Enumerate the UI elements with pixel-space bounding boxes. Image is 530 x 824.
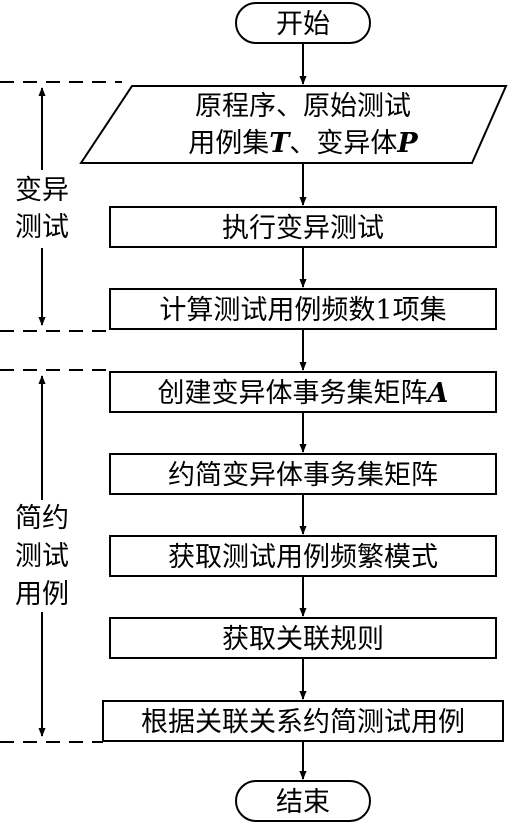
phase-reduce-label-line3: 用例 [15,579,69,610]
phase-reduce-label-line1: 简约 [15,503,69,534]
step4-label: 约简变异体事务集矩阵 [168,460,438,491]
step-get-association-rules [109,617,497,659]
step2-label: 计算测试用例频数1项集 [159,295,446,326]
end-label: 结束 [276,787,330,818]
start-label: 开始 [276,9,330,40]
step-reduce-test-cases [102,700,504,742]
step-reduce-transaction-matrix [109,453,497,495]
input-parallelogram [79,85,508,164]
step-create-transaction-matrix [109,371,497,413]
step-execute-mutation-test [109,206,497,248]
phase-mutation-label-line2: 测试 [15,212,69,243]
step-get-frequent-patterns [109,535,497,577]
input-label-line1: 原程序、原始测试 [195,91,411,122]
step6-label: 获取关联规则 [222,624,384,655]
step5-label: 获取测试用例频繁模式 [168,542,438,573]
end-terminal [235,780,371,822]
step1-label: 执行变异测试 [222,213,384,244]
input-label-line2: 用例集T、变异体P [188,128,418,159]
step-compute-frequency-itemset [109,288,497,330]
phase-mutation-label-line1: 变异 [15,175,69,206]
step7-label: 根据关联关系约简测试用例 [141,707,465,738]
phase-reduce-label-line2: 测试 [15,541,69,572]
step3-label: 创建变异体事务集矩阵A [158,378,449,409]
